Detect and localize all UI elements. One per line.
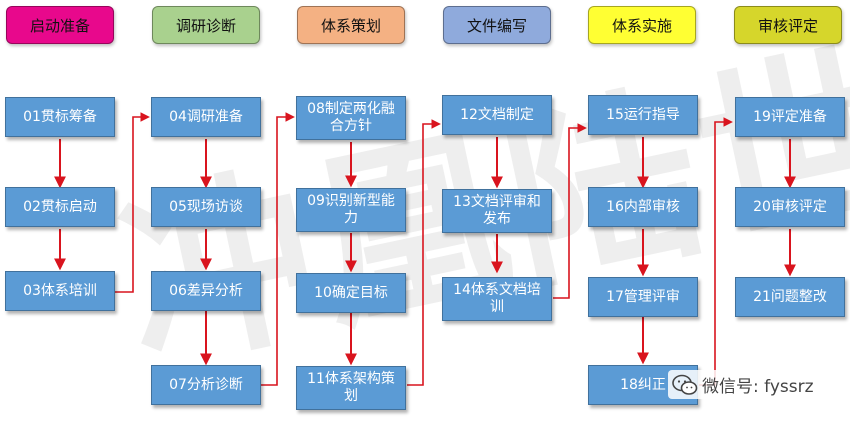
- step-03: 03体系培训: [5, 271, 115, 311]
- phase-header-planning: 体系策划: [297, 6, 405, 44]
- step-16: 16内部审核: [588, 187, 698, 227]
- step-15: 15运行指导: [588, 95, 698, 135]
- wechat-id-text: 微信号: fyssrz: [702, 377, 814, 397]
- step-14: 14体系文档培训: [442, 277, 552, 321]
- wechat-icon: [672, 374, 698, 395]
- step-04: 04调研准备: [151, 97, 261, 137]
- connector-11-12: [407, 119, 441, 386]
- step-07: 07分析诊断: [151, 365, 261, 405]
- step-09: 09识别新型能力: [296, 188, 406, 232]
- phase-header-documentation: 文件编写: [443, 6, 551, 44]
- step-17: 17管理评审: [588, 277, 698, 317]
- step-13: 13文档评审和发布: [442, 189, 552, 233]
- step-12: 12文档制定: [442, 95, 552, 135]
- connector-18-19: [699, 117, 733, 386]
- step-06: 06差异分析: [151, 271, 261, 311]
- step-21: 21问题整改: [735, 277, 845, 317]
- wechat-id-label: 微信号: fyssrz: [668, 370, 818, 399]
- step-10: 10确定目标: [296, 273, 406, 313]
- step-05: 05现场访谈: [151, 187, 261, 227]
- step-08: 08制定两化融合方针: [296, 96, 406, 140]
- phase-header-implementation: 体系实施: [588, 6, 696, 44]
- phase-header-research: 调研诊断: [152, 6, 260, 44]
- step-11: 11体系架构策划: [296, 366, 406, 410]
- phase-header-audit: 审核评定: [734, 6, 842, 44]
- step-19: 19评定准备: [735, 97, 845, 137]
- step-01: 01贯标筹备: [5, 97, 115, 137]
- step-20: 20审核评定: [735, 187, 845, 227]
- connector-03-04: [115, 112, 150, 293]
- connector-07-08: [261, 112, 295, 386]
- step-02: 02贯标启动: [5, 187, 115, 227]
- phase-header-startup: 启动准备: [6, 6, 114, 44]
- connector-14-15: [553, 123, 587, 299]
